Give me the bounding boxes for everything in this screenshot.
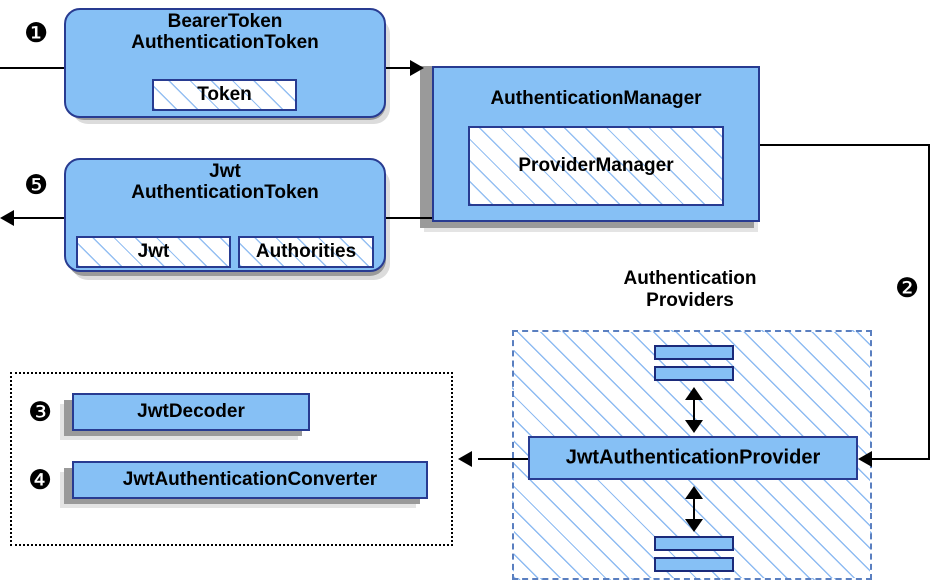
step-marker-1: ❶ [24,18,49,49]
token-inner-label: Token [197,84,252,105]
provider-top-connector-arrow-up [685,387,703,400]
jwt-converter-label: JwtAuthenticationConverter [122,469,378,490]
incoming-request-line [0,67,70,69]
bearer-to-manager-line [386,67,422,69]
providers-caption-line1: Authentication [623,268,757,289]
provider-bottom-connector-arrow-down [685,519,703,532]
step-marker-4: ❹ [28,465,53,496]
provider-stub-top-bar-1 [654,345,734,360]
provider-manager-inner-box[interactable]: ProviderManager [468,126,724,206]
step-marker-5: ❺ [24,170,49,201]
jwt-converter-box[interactable]: JwtAuthenticationConverter [72,461,428,499]
outgoing-response-arrowhead [0,210,14,226]
jwt-support-container [10,372,453,546]
step-marker-3: ❸ [28,397,53,428]
jwt-inner-box[interactable]: Jwt [76,236,231,268]
authentication-providers-caption: Authentication Providers [562,268,818,312]
providers-caption-line2: Providers [646,289,734,311]
manager-to-jwt-token-line [386,217,432,219]
manager-to-provider-arrowhead [858,451,872,467]
provider-to-support-line [478,458,528,460]
outgoing-response-line [14,217,70,219]
provider-bottom-connector-line [693,488,695,530]
provider-stub-bottom-bar-1 [654,536,734,551]
authorities-inner-label: Authorities [255,241,357,262]
manager-to-provider-line-top [760,144,930,146]
manager-to-provider-line-vertical [928,144,930,459]
manager-to-provider-line-bottom [872,458,930,460]
jwt-provider-label: JwtAuthenticationProvider [565,446,821,469]
jwt-provider-box[interactable]: JwtAuthenticationProvider [528,436,858,480]
provider-bottom-connector-arrow-up [685,486,703,499]
provider-to-support-arrowhead [458,451,472,467]
authorities-inner-box[interactable]: Authorities [238,236,374,268]
jwt-decoder-label: JwtDecoder [137,401,245,422]
jwt-decoder-box[interactable]: JwtDecoder [72,393,310,431]
bearer-to-manager-arrowhead [410,60,424,76]
provider-stub-top-bar-2 [654,366,734,381]
step-marker-2: ❷ [895,273,920,304]
provider-top-connector-arrow-down [685,420,703,433]
jwt-inner-label: Jwt [137,241,170,262]
provider-manager-label: ProviderManager [518,155,674,176]
provider-top-connector-line [693,389,695,431]
provider-stub-bottom-bar-2 [654,557,734,572]
token-inner-box[interactable]: Token [152,79,297,111]
